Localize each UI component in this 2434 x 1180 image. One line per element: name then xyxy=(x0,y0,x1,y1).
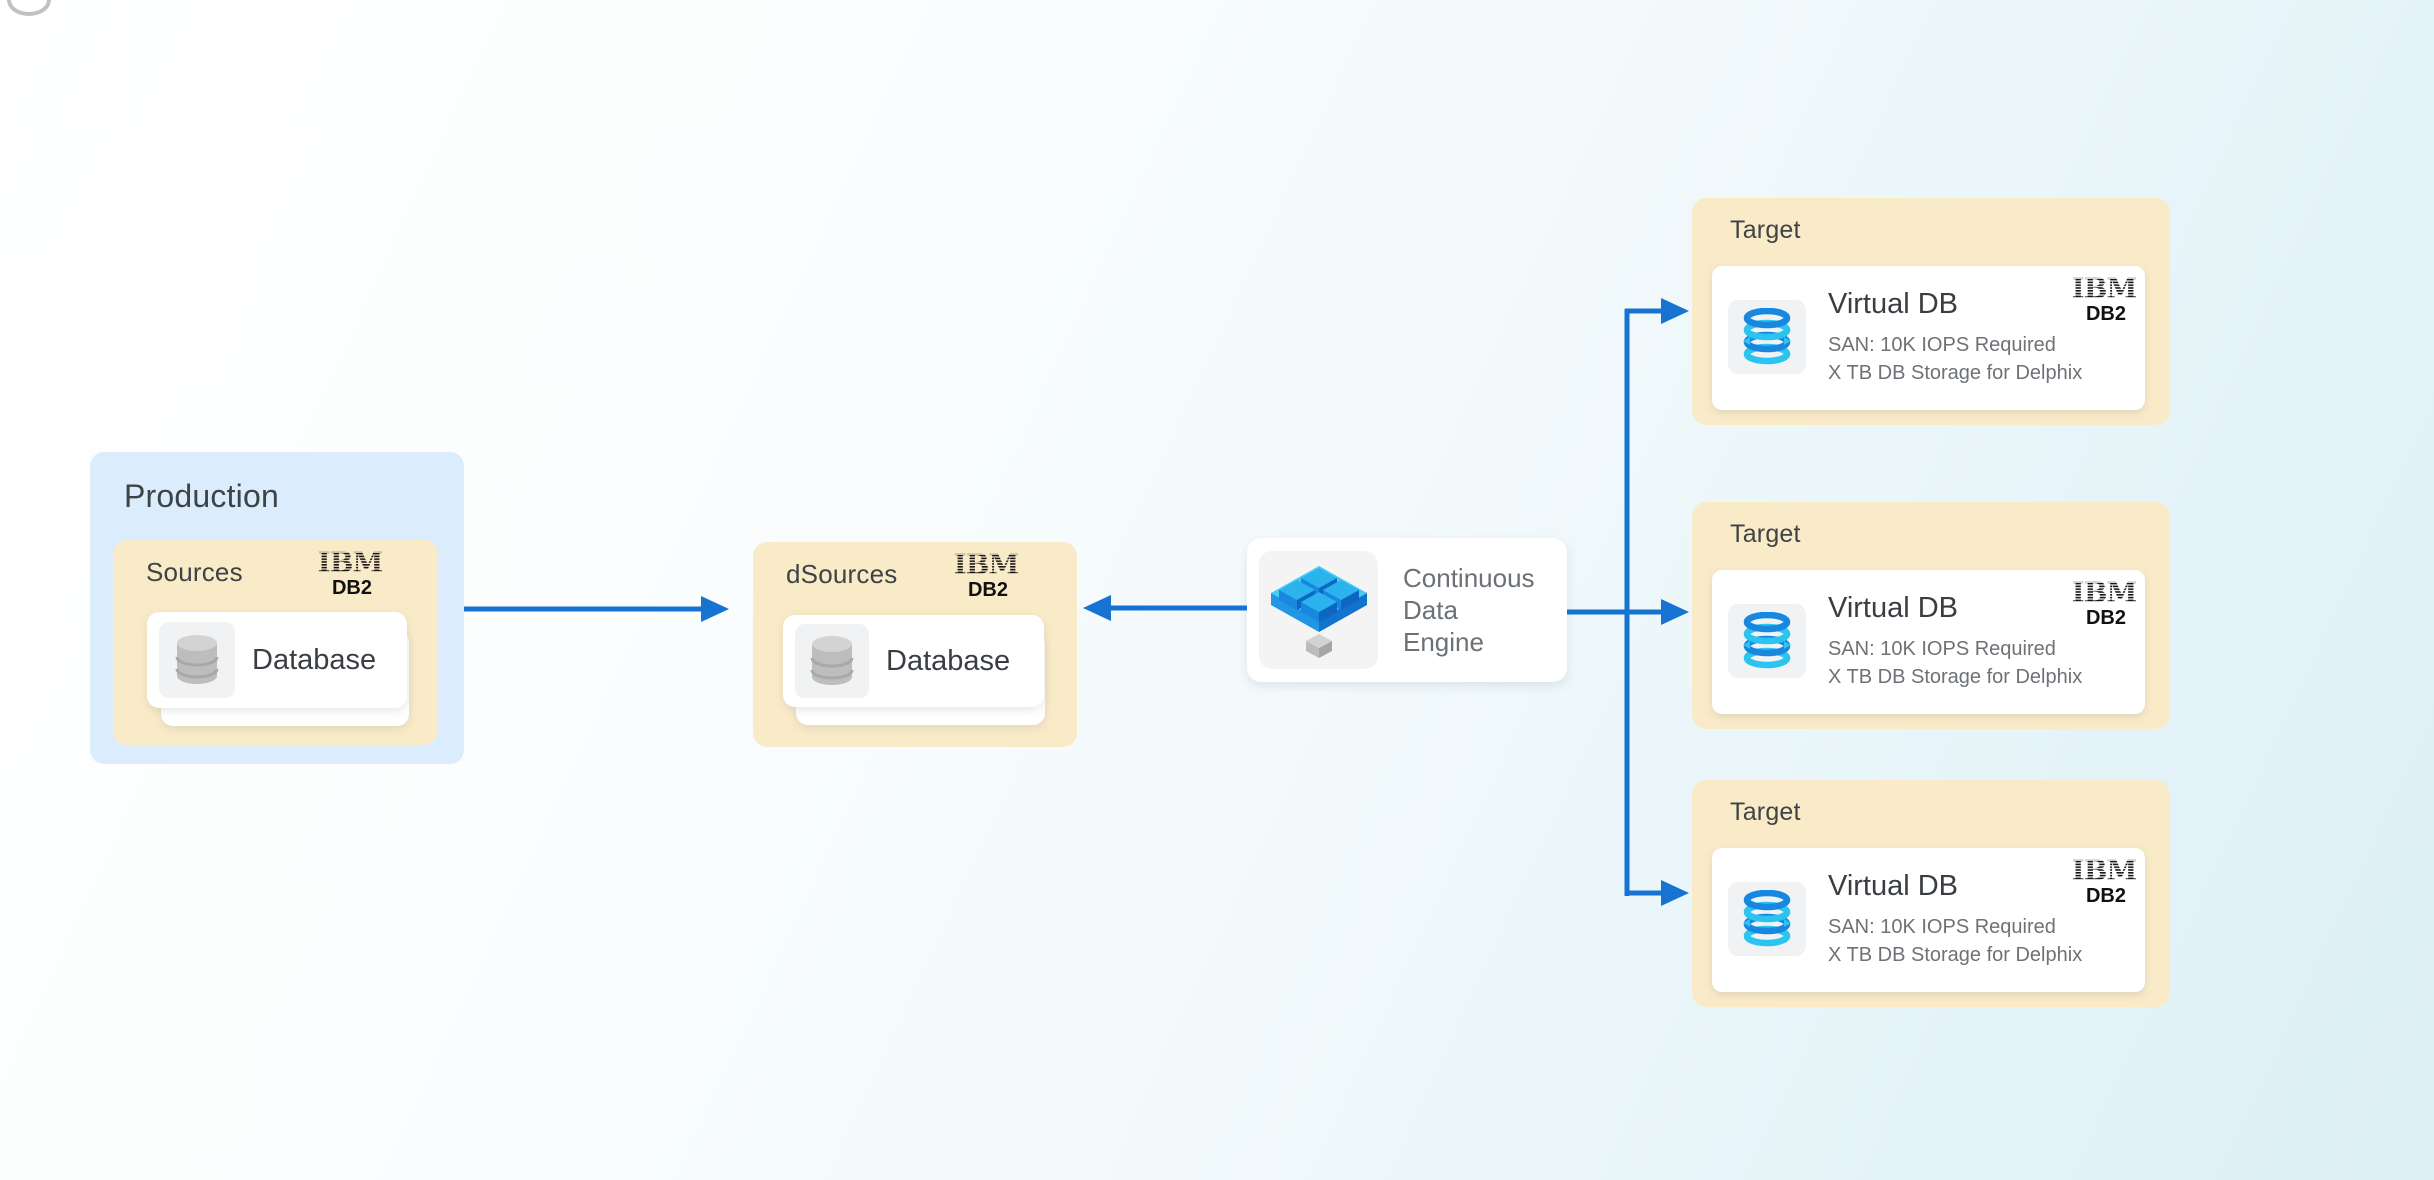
virtual-db-spec-san: SAN: 10K IOPS Required xyxy=(1828,638,2056,660)
arrow-engine-to-targets xyxy=(1567,298,1689,906)
virtual-db-card: Virtual DB SAN: 10K IOPS Required X TB D… xyxy=(1712,848,2145,992)
virtual-db-spec-storage: X TB DB Storage for Delphix xyxy=(1828,666,2083,688)
virtual-db-icon xyxy=(1743,890,1791,947)
virtual-db-icon-tile xyxy=(1728,300,1806,374)
virtual-db-icon xyxy=(1743,612,1791,669)
db2-wordmark: DB2 xyxy=(2086,885,2126,906)
engine-label: Continuous Data Engine xyxy=(1403,563,1535,657)
database-icon-tile xyxy=(795,624,869,698)
sources-group: Sources IBM DB2 Database xyxy=(113,540,438,745)
database-icon xyxy=(175,635,219,684)
target-group-3: Target Virtual DB SAN: 10K IOPS Required… xyxy=(1692,780,2170,1007)
db2-wordmark: DB2 xyxy=(2086,303,2126,324)
ibm-db2-logo: IBM DB2 xyxy=(2072,276,2137,324)
virtual-db-spec-storage: X TB DB Storage for Delphix xyxy=(1828,362,2083,384)
database-card: Database xyxy=(783,615,1044,707)
ibm-wordmark: IBM xyxy=(2072,580,2137,609)
virtual-db-spec-san: SAN: 10K IOPS Required xyxy=(1828,334,2056,356)
db2-wordmark: DB2 xyxy=(332,577,372,598)
virtual-db-card: Virtual DB SAN: 10K IOPS Required X TB D… xyxy=(1712,266,2145,410)
virtual-db-spec-storage: X TB DB Storage for Delphix xyxy=(1828,944,2083,966)
virtual-db-spec-san: SAN: 10K IOPS Required xyxy=(1828,916,2056,938)
db2-wordmark: DB2 xyxy=(2086,607,2126,628)
target-group-1: Target Virtual DB SAN: 10K IOPS Required… xyxy=(1692,198,2170,425)
virtual-db-card: Virtual DB SAN: 10K IOPS Required X TB D… xyxy=(1712,570,2145,714)
target-label: Target xyxy=(1730,798,1801,826)
ibm-db2-logo: IBM DB2 xyxy=(954,552,1019,600)
ibm-db2-logo: IBM DB2 xyxy=(318,550,383,598)
data-engine-cubes-icon xyxy=(1270,566,1367,658)
dsources-label: dSources xyxy=(786,559,898,589)
target-label: Target xyxy=(1730,520,1801,548)
engine-icon-tile xyxy=(1259,551,1378,669)
ibm-wordmark: IBM xyxy=(2072,858,2137,887)
virtual-db-title: Virtual DB xyxy=(1828,870,1959,902)
arrow-engine-to-dsources xyxy=(1083,595,1247,621)
production-label: Production xyxy=(124,478,279,514)
ibm-wordmark: IBM xyxy=(2072,276,2137,305)
ibm-db2-logo: IBM DB2 xyxy=(2072,580,2137,628)
db2-wordmark: DB2 xyxy=(968,579,1008,600)
database-label: Database xyxy=(252,643,377,676)
virtual-db-text: Virtual DB SAN: 10K IOPS Required X TB D… xyxy=(1828,592,2082,691)
virtual-db-text: Virtual DB SAN: 10K IOPS Required X TB D… xyxy=(1828,288,2082,387)
target-label: Target xyxy=(1730,216,1801,244)
virtual-db-title: Virtual DB xyxy=(1828,288,1959,320)
database-card: Database xyxy=(147,612,407,708)
ibm-db2-logo: IBM DB2 xyxy=(2072,858,2137,906)
virtual-db-icon-tile xyxy=(1728,604,1806,678)
virtual-db-icon-tile xyxy=(1728,882,1806,956)
arrow-production-to-dsources xyxy=(463,596,729,622)
continuous-data-engine-card: Continuous Data Engine xyxy=(1247,538,1567,682)
production-group: Production Sources IBM DB2 Database xyxy=(90,452,464,764)
sources-label: Sources xyxy=(146,557,243,587)
virtual-db-text: Virtual DB SAN: 10K IOPS Required X TB D… xyxy=(1828,870,2082,969)
ibm-wordmark: IBM xyxy=(318,550,383,579)
dsources-group: dSources IBM DB2 Database xyxy=(753,542,1077,747)
target-group-2: Target Virtual DB SAN: 10K IOPS Required… xyxy=(1692,502,2170,729)
database-label: Database xyxy=(886,644,1011,677)
ibm-wordmark: IBM xyxy=(954,552,1019,581)
virtual-db-title: Virtual DB xyxy=(1828,592,1959,624)
database-icon-tile xyxy=(159,622,235,698)
virtual-db-icon xyxy=(1743,308,1791,365)
database-icon xyxy=(810,636,854,685)
